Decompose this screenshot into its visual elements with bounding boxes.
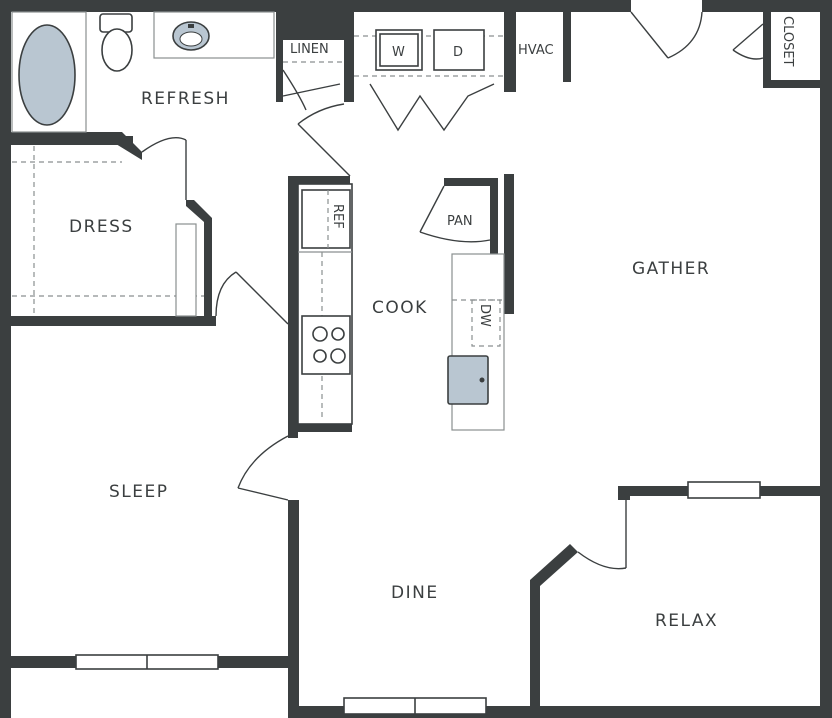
toilet-bowl (101, 28, 133, 72)
room-label-relax: RELAX (655, 611, 718, 631)
label-hvac: HVAC (518, 43, 554, 58)
doors (141, 11, 764, 570)
bath-fixtures (11, 11, 275, 133)
label-closet: CLOSET (780, 16, 795, 67)
kitchen-sink (447, 355, 489, 405)
dress-shelving (12, 146, 204, 317)
label-pantry: PAN (447, 214, 473, 229)
labels: REFRESH DRESS COOK GATHER SLEEP DINE REL… (69, 16, 795, 631)
bathtub (18, 24, 76, 126)
label-linen: LINEN (290, 42, 329, 57)
dryer (433, 29, 485, 71)
label-washer: W (392, 45, 405, 60)
room-label-gather: GATHER (632, 259, 710, 279)
laundry (283, 29, 504, 77)
vanity (153, 11, 275, 59)
label-dishwasher: DW (477, 304, 492, 327)
label-fridge: REF (330, 204, 345, 229)
stove (301, 315, 351, 375)
room-label-dine: DINE (391, 583, 439, 603)
dishwasher (471, 299, 501, 347)
refrigerator (301, 189, 351, 249)
room-label-dress: DRESS (69, 217, 134, 237)
windows (75, 481, 761, 715)
label-dryer: D (453, 45, 463, 60)
room-label-sleep: SLEEP (109, 482, 169, 502)
kitchen (297, 183, 505, 431)
room-label-refresh: REFRESH (141, 89, 230, 109)
window-relax (687, 481, 761, 499)
room-label-cook: COOK (372, 298, 428, 318)
